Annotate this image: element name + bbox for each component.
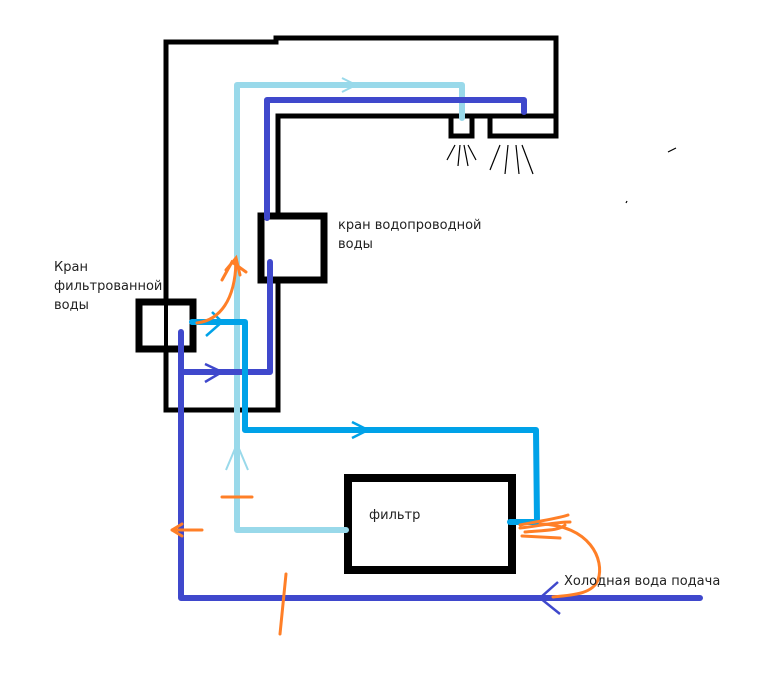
filtered-tap-label-line: Кран [54,260,88,275]
tap-water-label-line: воды [338,237,373,252]
frame-inner-top [275,113,450,214]
filtered-tap-label-line: фильтрованной [54,279,163,294]
orange-annotations [170,254,602,636]
spray-lines [446,144,677,204]
tap-water-label: кран водопроводной воды [338,216,481,254]
filtered-arrows [225,77,359,471]
frame-top [163,35,559,300]
pre-filter-line [189,319,540,525]
cold-water-line [178,97,703,601]
shower-head-large [487,113,559,139]
tap-water-box [257,212,328,284]
filtered-water-line [234,82,465,533]
cold-arrows [204,362,561,615]
filtered-tap-label-line: воды [54,298,89,313]
filtered-tap-label: Кран фильтрованной воды [54,258,162,315]
filter-label: фильтр [369,508,421,523]
frame-bottom [163,282,281,413]
tap-water-label-line: кран водопроводной [338,218,482,233]
cold-supply-label: Холодная вода подача [564,574,721,589]
frame-lines [163,35,559,413]
